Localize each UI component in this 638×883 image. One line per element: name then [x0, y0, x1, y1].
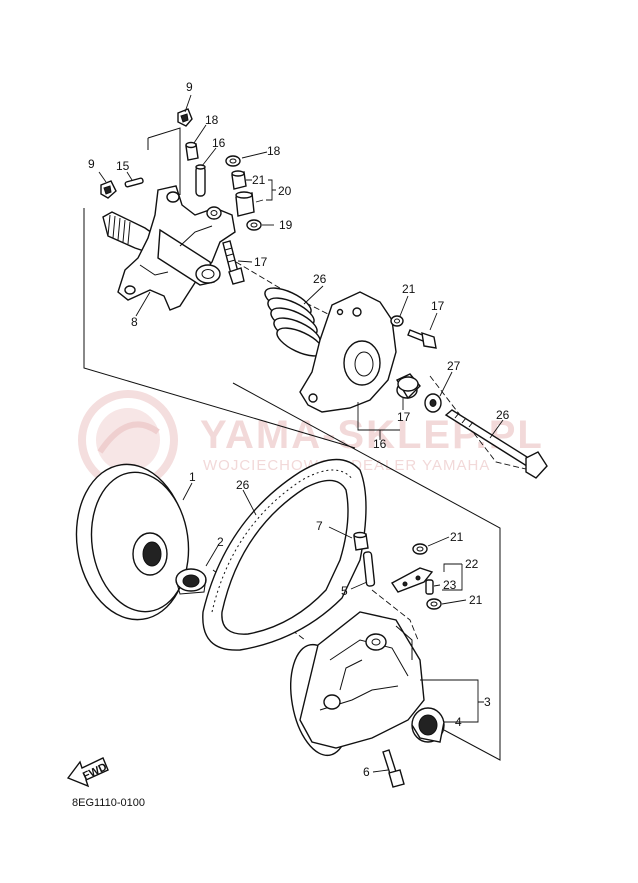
- sheave-hub-part-8: [102, 185, 236, 311]
- nut-part-17: [390, 315, 404, 327]
- pin-part-11: [195, 164, 206, 197]
- belt-part-25: [202, 458, 367, 651]
- bushing-part-4: [411, 707, 445, 743]
- callout-18: 18: [267, 144, 281, 158]
- callout-17: 21: [402, 282, 416, 296]
- callout-9-left: 9: [88, 157, 95, 171]
- callout-22: 22: [465, 557, 479, 571]
- bushing-part-7: [353, 531, 369, 551]
- callout-6: 6: [363, 765, 370, 779]
- callout-5: 5: [341, 584, 348, 598]
- slider-part-9-left: [100, 180, 117, 199]
- callout-20: 21: [252, 173, 266, 187]
- callout-3: 3: [484, 695, 491, 709]
- callout-labels: 9 18 16 18 9 15 21 20 19 17 26 21 17 8 2…: [88, 80, 510, 779]
- callout-27: 27: [447, 359, 461, 373]
- fwd-arrow-icon: FWD: [66, 757, 109, 788]
- callout-15: 17: [397, 410, 411, 424]
- ring-part-2: [175, 568, 207, 595]
- callout-13: 18: [205, 113, 219, 127]
- arm-part-22: [390, 567, 434, 593]
- callout-14: 16: [373, 437, 387, 451]
- leader-lines: [98, 94, 504, 773]
- callout-10: 15: [116, 159, 130, 173]
- callout-9: 9: [186, 80, 193, 94]
- callout-4: 4: [455, 715, 462, 729]
- bolt-part-12: [222, 240, 245, 285]
- pin-part-5: [362, 551, 376, 587]
- clutch-body-part-3: [290, 611, 425, 757]
- callout-12: 17: [254, 255, 268, 269]
- callout-24: 26: [313, 272, 327, 286]
- callout-21-lower: 21: [469, 593, 483, 607]
- callout-23: 23: [443, 578, 457, 592]
- cap-part-14: [299, 291, 397, 413]
- long-bolt-part-26: [444, 409, 548, 479]
- washer-part-18-bottom: [246, 219, 262, 231]
- pin-part-23: [425, 579, 434, 595]
- callout-1: 1: [189, 470, 196, 484]
- callout-19: 20: [278, 184, 292, 198]
- callout-25: 26: [236, 478, 250, 492]
- washer-part-21-bottom: [426, 598, 442, 610]
- callout-2: 2: [217, 535, 224, 549]
- bolt-part-6: [382, 749, 405, 788]
- washer-part-21-top: [412, 543, 428, 555]
- fwd-label: FWD: [81, 761, 109, 782]
- slider-part-9-top: [177, 108, 193, 127]
- callout-16: 17: [431, 299, 445, 313]
- diagram-code: 8EG1110-0100: [72, 797, 145, 809]
- callout-11: 16: [212, 136, 226, 150]
- spring-part-24: [264, 287, 324, 357]
- washer-part-27: [424, 393, 442, 413]
- bushing-part-15: [395, 373, 421, 400]
- bolt-part-16: [407, 329, 437, 349]
- callout-18-lower: 19: [279, 218, 293, 232]
- callout-26: 26: [496, 408, 510, 422]
- roller-part-20: [231, 170, 247, 190]
- bushing-part-19: [235, 191, 255, 217]
- hub-threads: [107, 214, 131, 245]
- callout-7: 7: [316, 519, 323, 533]
- callout-8: 8: [131, 315, 138, 329]
- washer-part-18-top: [225, 155, 241, 167]
- pin-part-10: [124, 177, 144, 188]
- callout-21: 21: [450, 530, 464, 544]
- bushing-part-13: [185, 141, 199, 161]
- sheave-part-1: [75, 463, 190, 621]
